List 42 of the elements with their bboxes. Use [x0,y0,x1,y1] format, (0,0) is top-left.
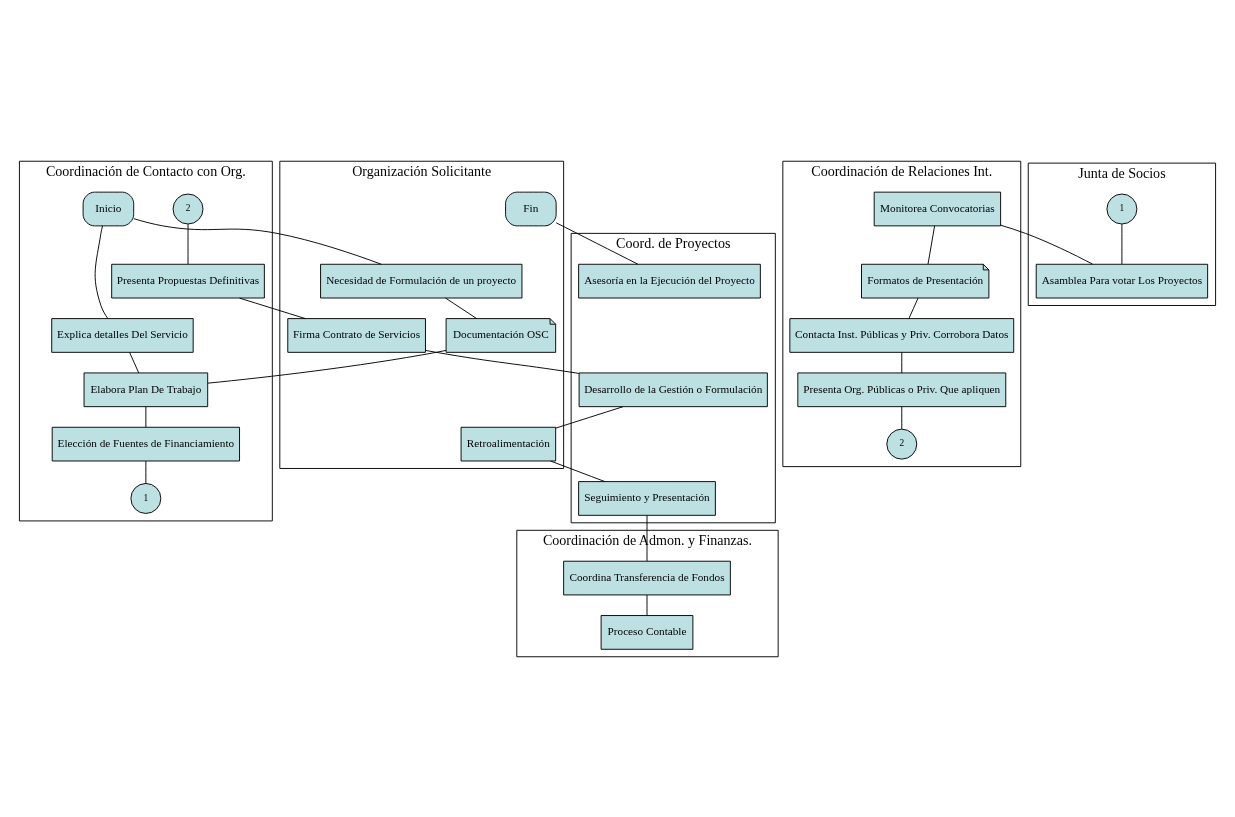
connector [129,351,140,373]
node-box: Presenta Org. Públicas o Priv. Que apliquen [797,371,1007,407]
node-box: Coordina Transferencia de Fondos [563,560,731,595]
connector [133,217,382,265]
node-circle: 2 [886,428,918,460]
node-box: Elabora Plan De Trabajo [83,371,209,407]
connector [646,594,648,616]
connector [555,221,639,265]
node-box: Necesidad de Formulación de un proyecto [320,263,523,298]
node-circle: 2 [172,193,204,224]
connector [901,351,903,373]
connector [646,514,648,561]
node-box: Explica detalles Del Servicio [51,317,194,353]
connector [927,224,936,265]
node-box: Asamblea Para votar Los Proyectos [1035,263,1209,298]
node-box: Presenta Propuestas Definitivas [111,263,265,298]
node-circle: 1 [130,482,162,514]
node-box: Firma Contrato de Servicios [287,317,426,353]
connector [901,405,903,430]
connector [145,405,147,428]
connector [145,460,147,484]
connector [239,297,306,319]
node-box: Asesoría en la Ejecución del Proyecto [578,263,761,298]
node-box: Monitorea Convocatorias [873,191,1002,226]
connector [908,297,919,319]
node-box: Contacta Inst. Públicas y Priv. Corrobora Datos [789,317,1015,353]
connector [1000,224,1094,265]
node-box: Proceso Contable [600,614,694,650]
node-box: Inicio [82,191,135,226]
node-box: Fin [505,191,557,226]
connector [1121,223,1123,264]
node-box: Desarrollo de la Gestión o Formulación [578,371,768,407]
connector [425,349,580,374]
connector [94,224,109,319]
connector [207,349,447,384]
connector [445,297,478,319]
node-box: Seguimiento y Presentación [578,480,716,516]
node-circle: 1 [1106,193,1138,224]
connector [187,223,189,264]
node-box: Elección de Fuentes de Financiamiento [51,426,240,461]
connector [550,460,606,482]
node-box: Retroalimentación [460,426,557,461]
